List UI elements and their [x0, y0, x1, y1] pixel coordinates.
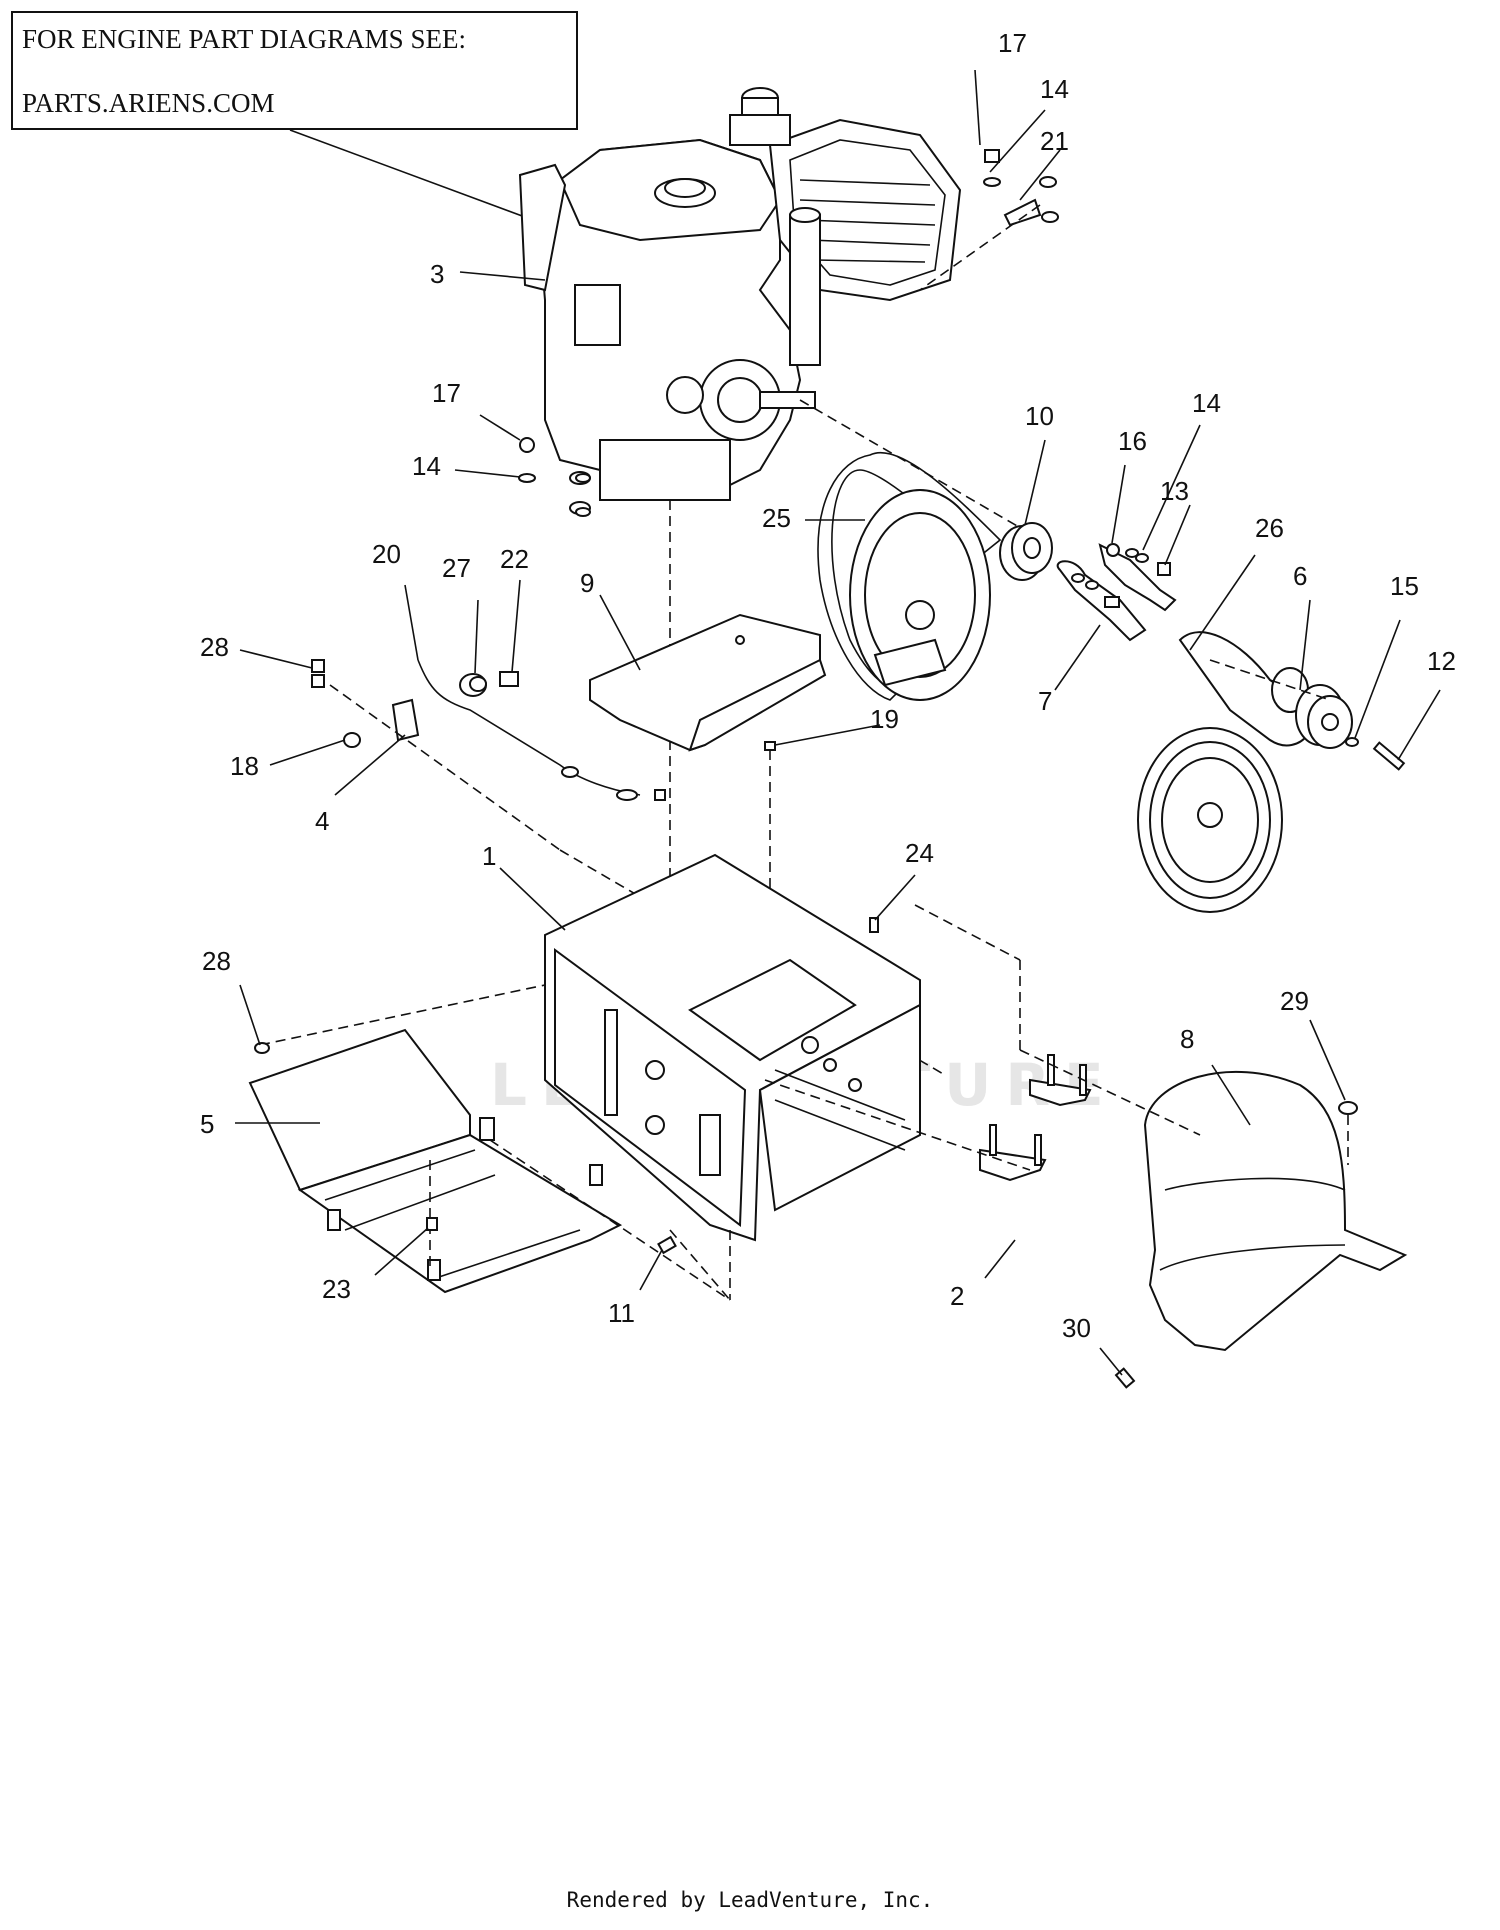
clip-23: [426, 1217, 438, 1231]
callout: 30: [1062, 1313, 1091, 1343]
bolt-22: [499, 671, 519, 687]
callout: 2: [950, 1281, 964, 1311]
callout: 28: [202, 946, 231, 976]
shield-8: [1143, 1071, 1408, 1352]
screw-28-lower: [254, 1042, 270, 1054]
callout: 14: [1192, 388, 1221, 418]
screw-19: [764, 741, 776, 751]
footer-credit: Rendered by LeadVenture, Inc.: [566, 1888, 934, 1912]
belt-25-assembly: [817, 452, 1002, 701]
screw-11: [657, 1235, 677, 1255]
callout: 14: [1040, 74, 1069, 104]
callout: 23: [322, 1274, 351, 1304]
bracket-21: [919, 149, 1059, 291]
frame-1: [544, 853, 921, 1242]
callout: 17: [432, 378, 461, 408]
callout: 13: [1160, 476, 1189, 506]
note-line-1: FOR ENGINE PART DIAGRAMS SEE:: [22, 24, 466, 54]
leader-lines: [235, 69, 1441, 1376]
nut-17: [519, 437, 535, 453]
tray-5: [248, 1028, 623, 1294]
bracket-2: [979, 1054, 1092, 1182]
washer-14: [518, 473, 536, 483]
callout: 29: [1280, 986, 1309, 1016]
spacer-27: [459, 673, 487, 697]
bracket-4: [391, 698, 420, 742]
callout: 10: [1025, 401, 1054, 431]
callout: 3: [430, 259, 444, 289]
callout: 20: [372, 539, 401, 569]
idler-bracket-7: [1056, 543, 1177, 642]
nut-18: [343, 732, 361, 748]
callout: 11: [608, 1298, 635, 1328]
callout: 4: [315, 806, 329, 836]
callout: 5: [200, 1109, 214, 1139]
engine: [518, 87, 962, 515]
callout: 21: [1040, 126, 1069, 156]
screw-24: [869, 917, 879, 933]
callout: 28: [200, 632, 229, 662]
callout: 8: [1180, 1024, 1194, 1054]
screw-29: [1338, 1101, 1358, 1115]
bolt-28-top: [311, 659, 325, 673]
callout: 18: [230, 751, 259, 781]
pulley-6: [1271, 667, 1406, 771]
callout: 14: [412, 451, 441, 481]
cable-20: [417, 659, 641, 801]
callouts: 1 2 3 4 5 6 7 8 9 10 11 12 13 14 14 14 1…: [200, 28, 1456, 1343]
callout: 12: [1427, 646, 1456, 676]
callout: 15: [1390, 571, 1419, 601]
note-line-2: PARTS.ARIENS.COM: [22, 88, 274, 118]
callout: 1: [482, 841, 496, 871]
callout: 6: [1293, 561, 1307, 591]
callout: 25: [762, 503, 791, 533]
callout: 17: [998, 28, 1027, 58]
callout: 27: [442, 553, 471, 583]
callout: 9: [580, 568, 594, 598]
engine-note-box: FOR ENGINE PART DIAGRAMS SEE: PARTS.ARIE…: [11, 11, 578, 231]
pulley-10: [999, 522, 1053, 581]
callout: 24: [905, 838, 934, 868]
callout: 26: [1255, 513, 1284, 543]
callout: 22: [500, 544, 529, 574]
bracket-9: [589, 613, 827, 752]
callout: 16: [1118, 426, 1147, 456]
callout: 19: [870, 704, 899, 734]
callout: 7: [1038, 686, 1052, 716]
